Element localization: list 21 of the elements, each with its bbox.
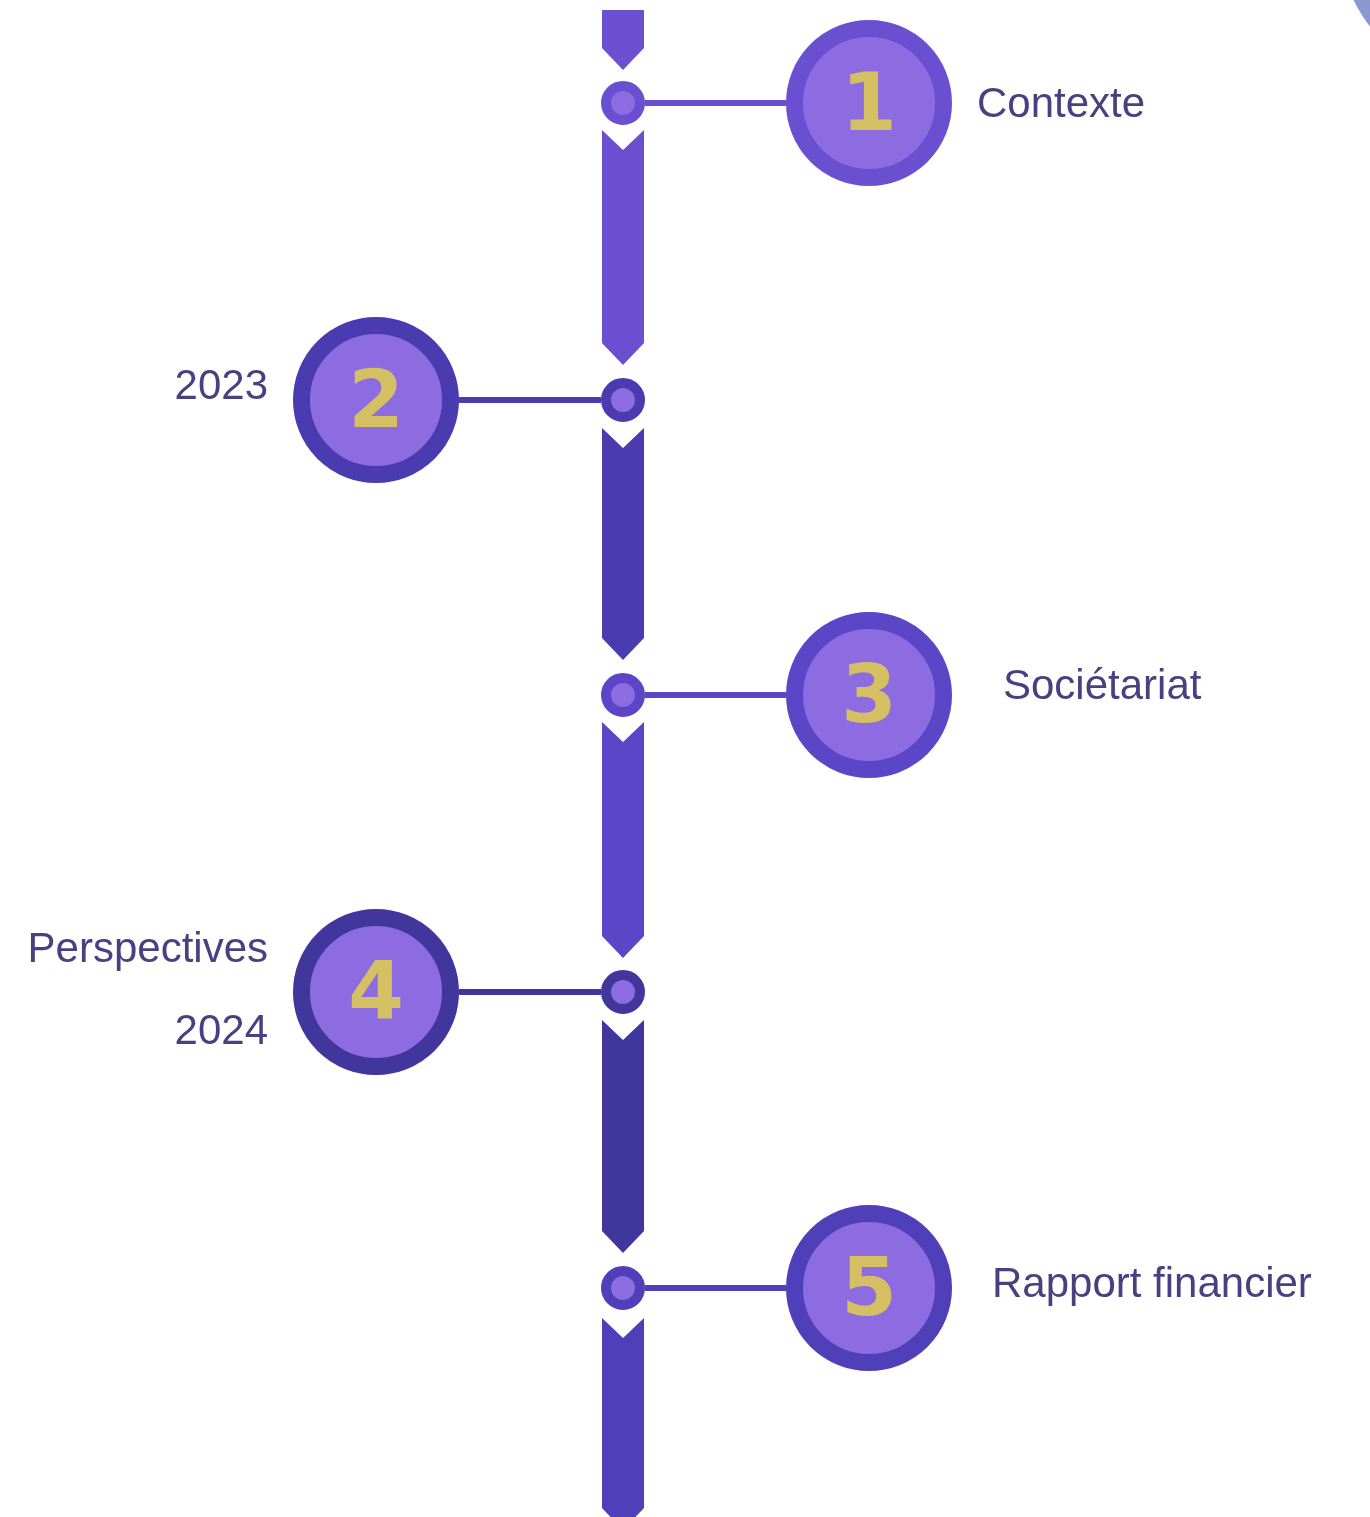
step-number: 2 — [348, 360, 404, 440]
timeline-dot — [601, 970, 645, 1014]
step-number: 4 — [348, 952, 404, 1032]
connector-line — [645, 692, 786, 698]
step-number: 1 — [841, 63, 897, 143]
connector-line — [645, 100, 786, 106]
step-number: 5 — [841, 1248, 897, 1328]
connector-line — [459, 397, 601, 403]
timeline-dot — [601, 81, 645, 125]
step-label: Perspectives — [27, 927, 268, 969]
step-label: 2024 — [174, 1009, 268, 1051]
connector-line — [645, 1285, 786, 1291]
step-number: 3 — [841, 655, 897, 735]
timeline-dot — [601, 673, 645, 717]
step-label: Sociétariat — [1003, 664, 1202, 706]
step-label: Contexte — [977, 82, 1146, 124]
step-label: 2023 — [174, 364, 268, 406]
connector-line — [459, 989, 601, 995]
timeline-dot — [601, 1266, 645, 1310]
step-label: Rapport financier — [992, 1262, 1312, 1304]
timeline-dot — [601, 378, 645, 422]
